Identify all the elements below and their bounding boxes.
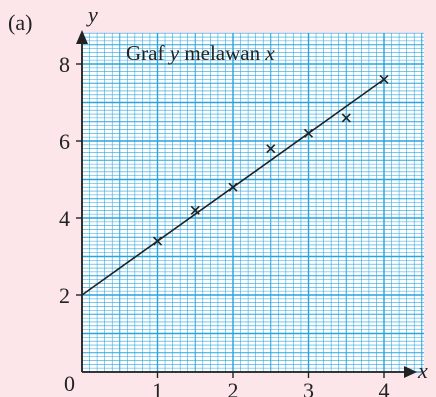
data-point-stroke xyxy=(341,113,351,123)
data-points xyxy=(152,74,389,246)
x-tick-label: 2 xyxy=(228,378,239,397)
y-tick-label: 8 xyxy=(59,52,70,77)
data-point xyxy=(303,128,314,138)
data-point xyxy=(152,236,163,246)
x-axis-label: x xyxy=(417,358,428,383)
data-point-stroke xyxy=(303,128,314,138)
data-point-stroke xyxy=(266,144,276,154)
x-axis-arrow xyxy=(404,366,417,378)
data-point-stroke xyxy=(228,182,238,192)
ticks: 1 2 3 4 2 4 6 8 xyxy=(59,52,390,397)
data-point-stroke xyxy=(379,74,389,84)
x-tick-label: 4 xyxy=(379,378,390,397)
x-tick-label: 3 xyxy=(303,378,314,397)
data-point-stroke xyxy=(190,205,200,215)
chart-title-var-x: x xyxy=(264,41,275,65)
data-point xyxy=(228,182,238,192)
part-label: (a) xyxy=(8,10,32,35)
data-point xyxy=(190,205,200,215)
data-point xyxy=(341,113,351,123)
data-point xyxy=(379,74,389,84)
origin-label: 0 xyxy=(64,371,75,396)
chart-title-var-y: y xyxy=(168,41,180,65)
y-axis-label: y xyxy=(86,2,98,27)
y-tick-label: 6 xyxy=(59,129,70,154)
x-tick-label: 1 xyxy=(152,378,163,397)
chart-title-word-graf: Graf xyxy=(126,41,170,65)
chart-title: Graf y melawan x xyxy=(126,41,275,65)
data-point-stroke xyxy=(152,236,163,246)
y-tick-label: 4 xyxy=(59,206,70,231)
y-tick-label: 2 xyxy=(59,283,70,308)
data-point xyxy=(266,144,276,154)
grid xyxy=(81,32,424,373)
chart-title-word-melawan: melawan xyxy=(179,41,265,65)
y-axis-arrow xyxy=(76,30,88,44)
axes xyxy=(76,30,417,378)
